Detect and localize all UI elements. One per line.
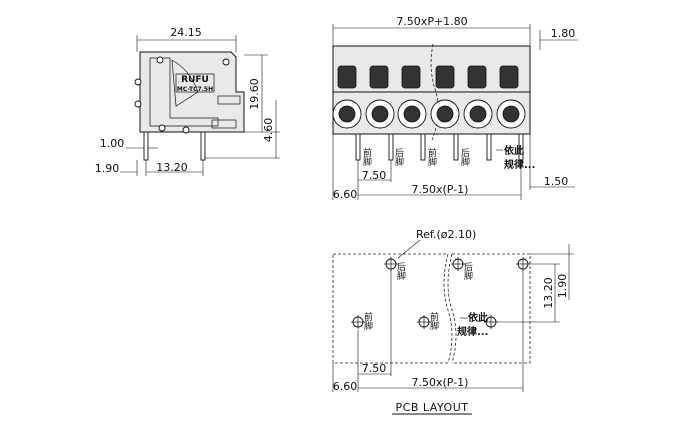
side-pin-front <box>143 131 149 161</box>
front-pin-label: 前脚 <box>361 147 372 167</box>
front-right-offset-label: 1.80 <box>551 27 576 40</box>
pcb-front-pin-label: 前脚 <box>362 311 373 331</box>
front-pin-label: 前脚 <box>426 147 437 167</box>
side-hole <box>134 78 142 86</box>
front-rule-note-2: 规律... <box>504 158 535 171</box>
back-pin-label: 后脚 <box>459 148 470 167</box>
front-end-offset-label: 1.50 <box>544 175 569 188</box>
logo-box <box>175 73 215 93</box>
side-hole <box>182 126 190 134</box>
front-pitch-label: 7.50 <box>362 169 387 182</box>
side-hole <box>156 56 164 64</box>
pole-unit <box>332 65 362 129</box>
lever-outline <box>149 57 219 127</box>
pcb-span-label: 7.50x(P-1) <box>412 376 469 389</box>
front-total-width-label: 7.50xP+1.80 <box>396 15 467 28</box>
pole-unit <box>365 65 395 129</box>
side-slot <box>217 95 241 105</box>
logo-top: RUFU <box>181 75 209 85</box>
front-row-holes <box>351 315 498 329</box>
side-hole <box>134 100 142 108</box>
pcb-layout: Ref.(ø2.10) 后脚 后脚 前脚 前脚 依此 规律... <box>332 228 574 415</box>
back-pin-label: 后脚 <box>393 148 404 167</box>
pcb-row-spacing-label: 13.20 <box>542 277 555 309</box>
pcb-pitch-label: 7.50 <box>362 362 387 375</box>
front-pins <box>355 133 524 161</box>
side-slot <box>211 119 237 129</box>
ref-label: Ref.(ø2.10) <box>416 228 476 241</box>
pcb-rule-note-2: 规律... <box>457 325 488 338</box>
offset-label: 1.90 <box>95 162 120 175</box>
side-pin-back <box>200 131 206 161</box>
pcb-layout-title: PCB LAYOUT <box>396 401 469 414</box>
pole-unit <box>430 65 460 129</box>
pole-unit <box>496 65 526 129</box>
pin-span-label: 13.20 <box>156 161 188 174</box>
front-span-label: 7.50x(P-1) <box>412 183 469 196</box>
side-view: 24.15 RUFU MC-TC7.5H 19.60 4.60 1.00 <box>95 26 280 176</box>
side-height-label: 19.60 <box>248 78 261 110</box>
pole-unit <box>397 65 427 129</box>
front-left-offset-label: 6.60 <box>333 188 358 201</box>
pcb-left-offset-label: 6.60 <box>333 380 358 393</box>
side-width-label: 24.15 <box>170 26 202 39</box>
pin-width-label: 1.00 <box>100 137 125 150</box>
pcb-back-pin-label: 后脚 <box>395 262 406 281</box>
pcb-vertical-offset-label: 1.90 <box>556 274 569 299</box>
pcb-front-pin-label: 前脚 <box>428 311 439 331</box>
side-hole <box>158 124 166 132</box>
side-hole <box>222 58 230 66</box>
logo-bottom: MC-TC7.5H <box>177 86 213 93</box>
front-rule-note-1: 依此 <box>504 144 524 157</box>
pole-units <box>332 65 526 129</box>
pin-height-label: 4.60 <box>262 118 275 143</box>
back-row-holes <box>384 257 530 271</box>
front-view: 7.50xP+1.80 1.80 <box>332 15 578 201</box>
pole-unit <box>463 65 493 129</box>
pcb-back-pin-label: 后脚 <box>462 262 473 281</box>
pcb-break-line <box>443 253 453 364</box>
pcb-rule-note-1: 依此 <box>468 311 488 324</box>
